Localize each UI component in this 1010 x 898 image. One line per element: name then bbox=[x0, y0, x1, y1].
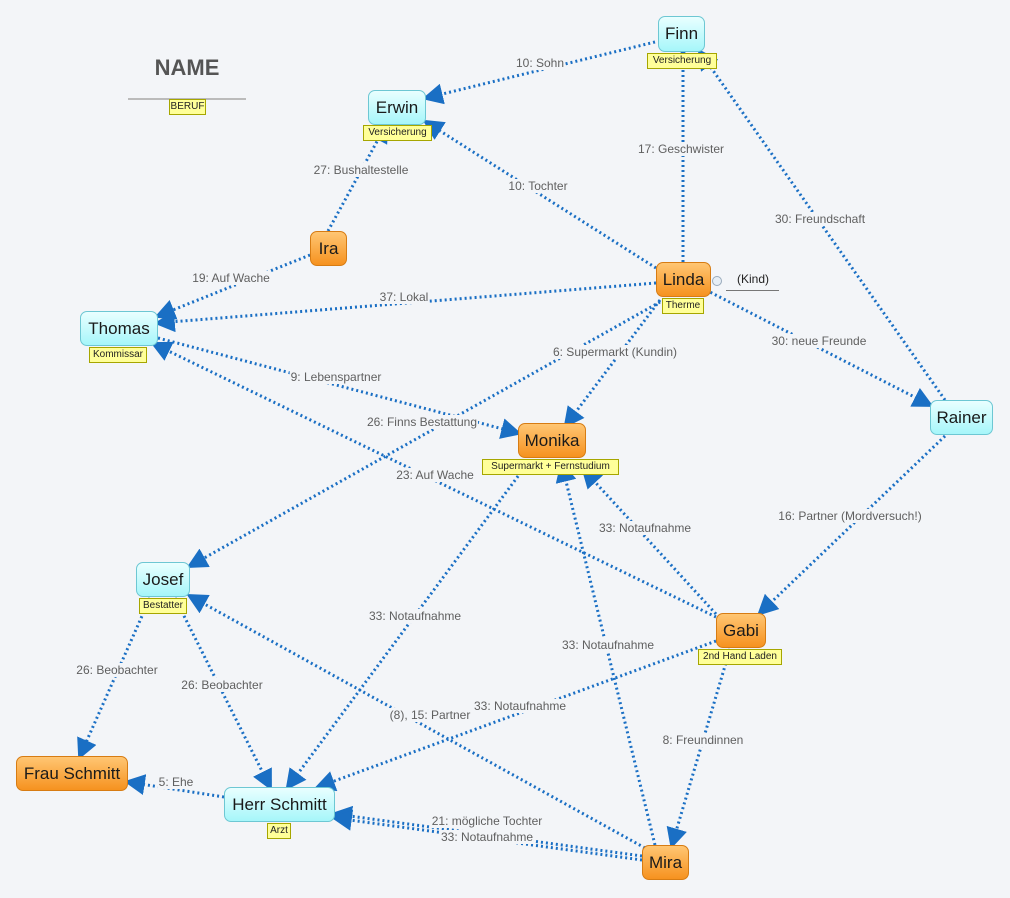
edge-label: 9: Lebenspartner bbox=[289, 370, 383, 384]
node-herr-schmitt-tag: Arzt bbox=[267, 823, 291, 839]
node-linda-tag: Therme bbox=[662, 298, 704, 314]
node-gabi[interactable]: Gabi bbox=[716, 613, 766, 648]
edge-label: 33: Notaufnahme bbox=[367, 609, 463, 623]
collapse-toggle-icon[interactable] bbox=[712, 276, 722, 286]
node-josef[interactable]: Josef bbox=[136, 562, 190, 597]
edge-label: 30: Freundschaft bbox=[773, 212, 867, 226]
node-monika[interactable]: Monika bbox=[518, 423, 586, 458]
edge-label: 23: Auf Wache bbox=[395, 468, 475, 482]
node-josef-tag: Bestatter bbox=[139, 598, 187, 614]
edge-mira-josef[interactable] bbox=[186, 593, 646, 850]
node-gabi-tag: 2nd Hand Laden bbox=[698, 649, 782, 665]
node-mira[interactable]: Mira bbox=[642, 845, 689, 880]
edge-josef-herr_schmitt[interactable] bbox=[173, 597, 272, 791]
edge-gabi-herr_schmitt[interactable] bbox=[314, 639, 717, 792]
edge-linda-josef[interactable] bbox=[186, 300, 661, 569]
subtopic-kind[interactable]: (Kind) bbox=[737, 272, 770, 286]
edge-mira-herr_schmitt[interactable] bbox=[330, 809, 643, 862]
node-thomas-tag: Kommissar bbox=[89, 347, 147, 363]
edge-label: 30: neue Freunde bbox=[770, 334, 868, 348]
edge-label: 33: Notaufnahme bbox=[472, 699, 568, 713]
edge-monika-herr_schmitt[interactable] bbox=[285, 459, 532, 791]
edge-linda-monika[interactable] bbox=[563, 299, 662, 429]
edge-label: 10: Tochter bbox=[507, 179, 569, 193]
node-rainer[interactable]: Rainer bbox=[930, 400, 993, 435]
edge-herr_schmitt-frau_schmitt[interactable] bbox=[123, 774, 225, 799]
edge-gabi-mira[interactable] bbox=[666, 648, 732, 850]
edge-label: 26: Finns Bestattung bbox=[365, 415, 479, 429]
edge-gabi-monika[interactable] bbox=[581, 466, 718, 616]
edge-rainer-finn[interactable] bbox=[697, 48, 947, 401]
edge-label: 33: Notaufnahme bbox=[560, 638, 656, 652]
edge-linda-thomas[interactable] bbox=[153, 281, 657, 333]
edge-label: (8), 15: Partner bbox=[388, 708, 472, 722]
node-thomas[interactable]: Thomas bbox=[80, 311, 158, 346]
edge-linda-erwin[interactable] bbox=[422, 119, 657, 270]
edge-label: 37: Lokal bbox=[378, 290, 430, 304]
edge-mira-herr_schmitt[interactable] bbox=[330, 805, 643, 858]
edge-label: 21: mögliche Tochter bbox=[430, 814, 544, 828]
edge-label: 26: Beobachter bbox=[75, 663, 159, 677]
edge-label: 19: Auf Wache bbox=[191, 271, 271, 285]
edge-josef-frau_schmitt[interactable] bbox=[77, 597, 152, 760]
edge-ira-erwin[interactable] bbox=[326, 121, 389, 232]
node-finn-tag: Versicherung bbox=[647, 53, 717, 69]
edge-label: 5: Ehe bbox=[157, 775, 195, 789]
node-herr-schmitt[interactable]: Herr Schmitt bbox=[224, 787, 335, 822]
subtopic-underline bbox=[726, 290, 779, 291]
edge-mira-monika[interactable] bbox=[555, 460, 657, 846]
edge-label: 10: Sohn bbox=[514, 56, 566, 70]
node-linda[interactable]: Linda bbox=[656, 262, 711, 297]
edge-gabi-thomas[interactable] bbox=[150, 341, 717, 619]
edge-label: 26: Beobachter bbox=[180, 678, 264, 692]
edge-rainer-gabi[interactable] bbox=[756, 434, 947, 616]
edge-label: 33: Notaufnahme bbox=[439, 830, 535, 844]
edge-label: 27: Bushaltestelle bbox=[312, 163, 410, 177]
edge-label: 17: Geschwister bbox=[636, 142, 726, 156]
node-erwin-tag: Versicherung bbox=[363, 125, 432, 141]
edge-label: 8: Freundinnen bbox=[661, 733, 745, 747]
node-frau-schmitt[interactable]: Frau Schmitt bbox=[16, 756, 128, 791]
edge-label: 16: Partner (Mordversuch!) bbox=[777, 509, 923, 523]
node-finn[interactable]: Finn bbox=[658, 16, 705, 52]
node-ira[interactable]: Ira bbox=[310, 231, 347, 266]
edge-finn-erwin[interactable] bbox=[421, 40, 656, 105]
legend-title: NAME bbox=[154, 55, 220, 80]
edge-label: 33: Notaufnahme bbox=[597, 521, 693, 535]
edge-ira-thomas[interactable] bbox=[154, 253, 311, 320]
node-monika-tag: Supermarkt + Fernstudium bbox=[482, 459, 619, 475]
node-erwin[interactable]: Erwin bbox=[368, 90, 426, 125]
legend-tag: BERUF bbox=[169, 99, 206, 115]
edge-label: 6: Supermarkt (Kundin) bbox=[551, 345, 679, 359]
